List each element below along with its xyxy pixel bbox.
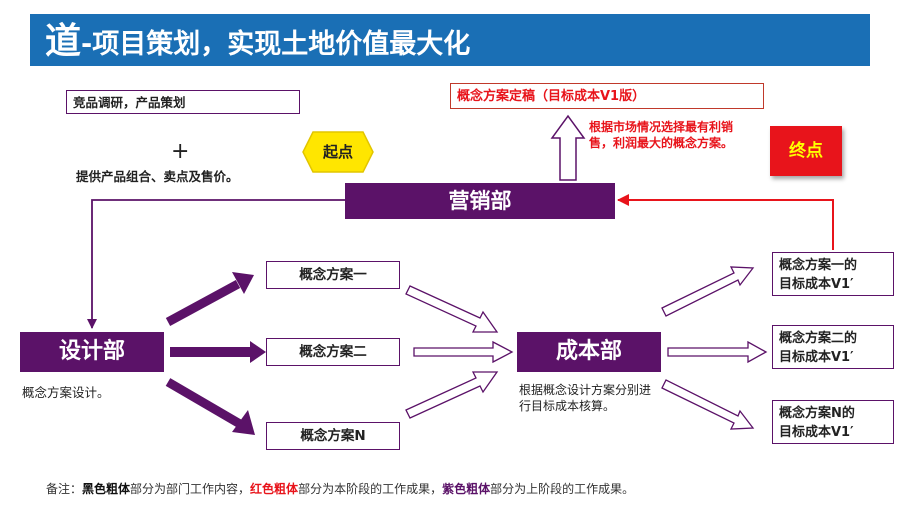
concept-two-to-cost-arrow [413,340,514,364]
marketing-to-design-connector [87,199,345,329]
plus-sign: + [171,139,190,164]
end-badge: 终点 [770,126,842,176]
design-note: 概念方案设计。 [22,385,110,400]
target-cost-box-two: 概念方案二的 目标成本V1′ [772,325,894,369]
target-cost-box-n: 概念方案N的 目标成本V1′ [772,400,894,444]
design-department-box: 设计部 [20,332,164,372]
concept-box-one: 概念方案一 [266,261,400,289]
cost-note: 根据概念设计方案分别进 行目标成本核算。 [519,383,652,413]
design-to-concept-n-arrow [165,378,255,435]
result-to-marketing-connector [617,194,834,250]
cost-to-target-one-arrow [661,266,755,317]
marketing-department-box: 营销部 [345,183,615,219]
final-concept-box: 概念方案定稿（目标成本V1版） [450,83,764,109]
page-title: 道-项目策划，实现土地价值最大化 [45,21,471,62]
research-box: 竞品调研，产品策划 [66,90,300,114]
start-badge-label: 起点 [322,143,353,161]
target-cost-box-one: 概念方案一的 目标成本V1′ [772,252,894,296]
cost-department-box: 成本部 [517,332,661,372]
cost-to-target-two-arrow [667,340,768,364]
title-bar [30,14,870,66]
start-badge [302,131,374,173]
concept-n-to-cost-arrow [405,371,499,419]
product-note: 提供产品组合、卖点及售价。 [76,169,239,184]
up-arrow-to-final [550,114,586,181]
cost-to-target-n-arrow [661,379,755,430]
concept-one-to-cost-arrow [405,285,499,333]
final-note: 根据市场情况选择最有利销 售，利润最大的概念方案。 [589,120,734,150]
design-to-concept-two-arrow [170,341,266,363]
concept-box-n: 概念方案N [266,422,400,450]
footnote: 备注：黑色粗体部分为部门工作内容，红色粗体部分为本阶段的工作成果，紫色粗体部分为… [46,482,635,496]
concept-box-two: 概念方案二 [266,338,400,366]
design-to-concept-one-arrow [165,272,254,326]
